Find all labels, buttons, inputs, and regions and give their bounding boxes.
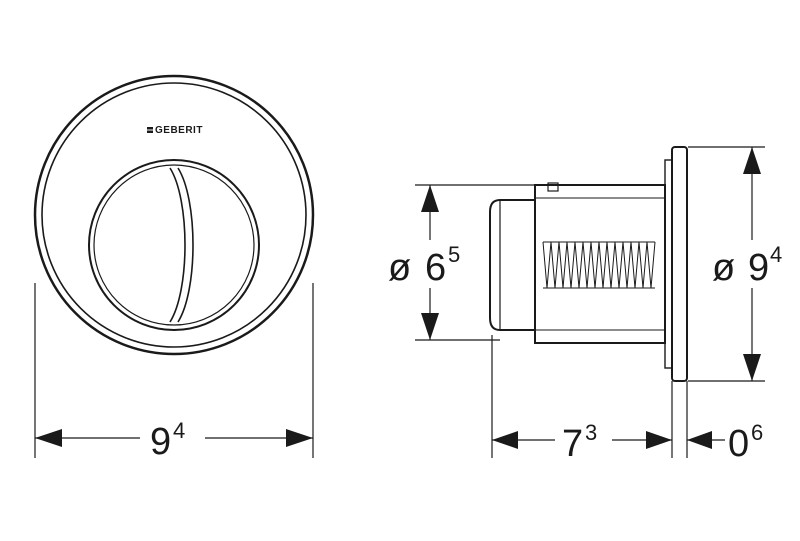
plate-diameter-dimension: ø 9 4 bbox=[688, 146, 782, 382]
arrowhead-right-icon bbox=[286, 429, 313, 447]
front-width-value: 9 bbox=[150, 421, 171, 463]
plate-diameter-sup: 4 bbox=[770, 242, 782, 267]
button-diameter-prefix: ø bbox=[388, 247, 411, 289]
arrowhead-down-icon bbox=[743, 354, 761, 381]
button-outer-ring bbox=[88, 159, 260, 331]
button-cylinder bbox=[489, 199, 535, 331]
button-split-left bbox=[169, 167, 186, 323]
logo-text: GEBERIT bbox=[155, 125, 203, 136]
plate-thickness-dimension: 0 6 bbox=[687, 420, 763, 465]
outer-plate-ring bbox=[33, 74, 315, 356]
arrowhead-up-icon bbox=[421, 185, 439, 212]
arrowhead-up-icon bbox=[743, 147, 761, 174]
button-inner-ring bbox=[93, 164, 255, 326]
front-width-sup: 4 bbox=[173, 418, 185, 443]
plate-diameter-value: 9 bbox=[748, 247, 769, 289]
plate-diameter-prefix: ø bbox=[712, 247, 735, 289]
side-view: ø 6 5 ø 9 4 7 3 bbox=[388, 146, 782, 465]
arrowhead-left-icon bbox=[492, 431, 518, 449]
depth-value: 7 bbox=[562, 423, 583, 465]
front-view: GEBERIT 9 4 bbox=[33, 74, 315, 463]
thread-pattern bbox=[542, 241, 656, 289]
wall-plate bbox=[671, 146, 688, 382]
button-diameter-value: 6 bbox=[425, 247, 446, 289]
arrowhead-down-icon bbox=[421, 313, 439, 340]
button-diameter-dimension: ø 6 5 bbox=[388, 184, 555, 341]
button-diameter-sup: 5 bbox=[448, 242, 460, 267]
plate-inner-lip bbox=[664, 159, 673, 369]
housing-body bbox=[534, 184, 666, 344]
button-split-right bbox=[177, 167, 194, 323]
depth-dimension: 7 3 bbox=[491, 335, 688, 465]
depth-sup: 3 bbox=[585, 420, 597, 445]
arrowhead-right-icon bbox=[646, 431, 672, 449]
arrowhead-left-icon bbox=[35, 429, 62, 447]
housing-flange bbox=[547, 182, 559, 192]
inner-plate-ring bbox=[41, 82, 307, 348]
geberit-logo: GEBERIT bbox=[147, 125, 203, 136]
plate-thickness-value: 0 bbox=[728, 423, 749, 465]
plate-thickness-sup: 6 bbox=[751, 420, 763, 445]
front-width-dimension: 9 4 bbox=[34, 283, 314, 463]
arrowhead-left-icon bbox=[687, 431, 712, 449]
